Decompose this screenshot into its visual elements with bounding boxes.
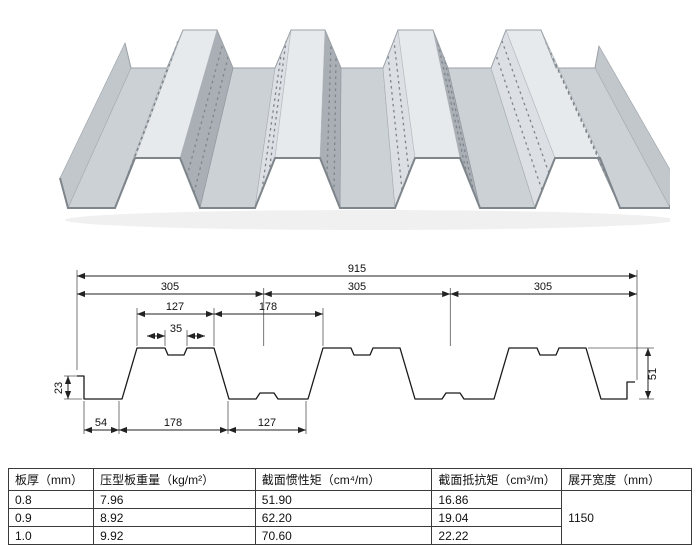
- dim-left-height: 23: [53, 382, 65, 394]
- cell-thickness: 1.0: [7, 526, 95, 545]
- deck-3d-render: [30, 8, 677, 256]
- cell-inertia: 62.20: [254, 508, 433, 527]
- header-inertia: 截面惯性矩（cm⁴/m）: [254, 468, 433, 491]
- dim-top-127: 127: [166, 301, 184, 313]
- dimension-diagram: 915 305 305 305 127 178 35 54 178 127 23…: [42, 258, 662, 468]
- cell-inertia: 51.90: [254, 490, 433, 509]
- dim-top-35: 35: [170, 323, 182, 335]
- dim-pitch-1: 305: [161, 281, 179, 293]
- dim-pitch-3: 305: [534, 281, 552, 293]
- header-expanded-width: 展开宽度（mm）: [561, 468, 692, 491]
- header-thickness: 板厚（mm）: [7, 468, 95, 491]
- cell-weight: 9.92: [93, 526, 256, 545]
- header-weight: 压型板重量（kg/m²）: [93, 468, 256, 491]
- cell-resistance: 16.86: [431, 490, 563, 509]
- cell-resistance: 19.04: [431, 508, 563, 527]
- extension-lines: [64, 270, 654, 434]
- dim-bottom-54: 54: [95, 417, 107, 429]
- cell-inertia: 70.60: [254, 526, 433, 545]
- header-resistance: 截面抵抗矩（cm³/m）: [431, 468, 563, 491]
- cell-thickness: 0.8: [7, 490, 95, 509]
- deck-rib-tops: [134, 29, 601, 159]
- dim-total-width: 915: [348, 263, 366, 275]
- section-drawing: 915 305 305 305 127 178 35 54 178 127 23…: [53, 263, 659, 434]
- dim-pitch-2: 305: [348, 281, 366, 293]
- section-profile: [77, 347, 635, 400]
- cell-expanded-width: 1150: [561, 490, 692, 545]
- deck-shadow: [65, 210, 675, 230]
- spec-table: 板厚（mm） 压型板重量（kg/m²） 截面惯性矩（cm⁴/m） 截面抵抗矩（c…: [7, 468, 692, 545]
- deck-back-edge: [124, 29, 600, 69]
- dimension-labels: 915 305 305 305 127 178 35 54 178 127 23…: [53, 263, 659, 429]
- deck-front-edge: [59, 157, 677, 209]
- cell-thickness: 0.9: [7, 508, 95, 527]
- table-row: 0.8 7.96 51.90 16.86 1150: [7, 490, 692, 545]
- dim-bottom-127: 127: [258, 417, 276, 429]
- deck-3d-image: [59, 28, 677, 230]
- dim-top-178: 178: [259, 301, 277, 313]
- table-row: 0.9 8.92 62.20 19.04: [7, 508, 692, 527]
- table-header-row: 板厚（mm） 压型板重量（kg/m²） 截面惯性矩（cm⁴/m） 截面抵抗矩（c…: [7, 468, 692, 491]
- dimension-lines: [64, 272, 652, 434]
- dim-right-height: 51: [647, 368, 659, 380]
- cell-weight: 7.96: [93, 490, 256, 509]
- dim-bottom-178: 178: [164, 417, 182, 429]
- cell-weight: 8.92: [93, 508, 256, 527]
- cell-resistance: 22.22: [431, 526, 563, 545]
